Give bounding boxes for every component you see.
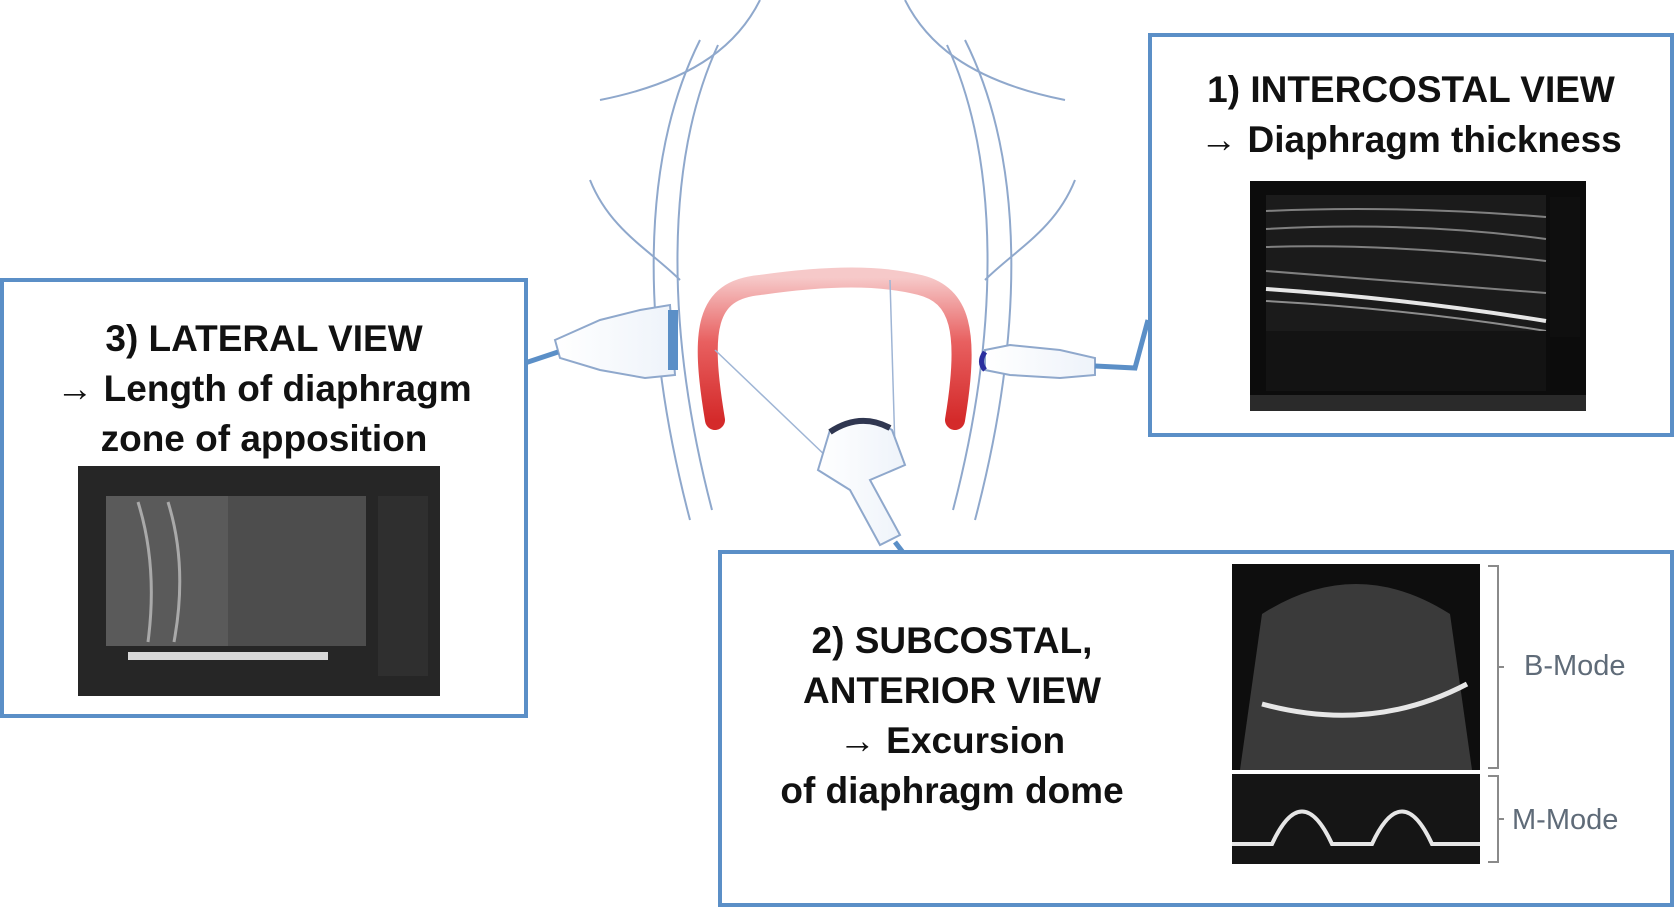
ribcage-outer-left bbox=[652, 39, 701, 521]
bmode-scan-graphic bbox=[1232, 564, 1480, 770]
mmode-scan-graphic bbox=[1232, 774, 1480, 864]
intercostal-scan-graphic bbox=[1250, 181, 1586, 411]
subcostal-title-line2: ANTERIOR VIEW bbox=[802, 670, 1102, 711]
arm-right bbox=[984, 179, 1076, 281]
ribcage-inner-right bbox=[946, 44, 989, 511]
bmode-ultrasound-image bbox=[1232, 564, 1480, 770]
lateral-title-line3: zone of apposition bbox=[100, 418, 428, 459]
arm-left bbox=[589, 179, 681, 281]
lateral-title-line1: 3) LATERAL VIEW bbox=[105, 318, 423, 359]
intercostal-title-line1: 1) INTERCOSTAL VIEW bbox=[1207, 69, 1615, 110]
probe-left-icon bbox=[524, 303, 678, 380]
mmode-bracket bbox=[1488, 775, 1504, 863]
lateral-title-line2: → Length of diaphragm bbox=[56, 368, 472, 409]
intercostal-title-line2: → Diaphragm thickness bbox=[1200, 119, 1622, 160]
subcostal-title-line4: of diaphragm dome bbox=[780, 770, 1124, 811]
intercostal-title: 1) INTERCOSTAL VIEW → Diaphragm thicknes… bbox=[1152, 65, 1670, 165]
subcostal-title-line1: 2) SUBCOSTAL, bbox=[811, 620, 1093, 661]
ribcage-outer-right bbox=[964, 39, 1013, 521]
lateral-ultrasound-image bbox=[78, 466, 440, 696]
panel-subcostal: 2) SUBCOSTAL, ANTERIOR VIEW → Excursion … bbox=[718, 550, 1674, 907]
panel-intercostal: 1) INTERCOSTAL VIEW → Diaphragm thicknes… bbox=[1148, 33, 1674, 437]
subcostal-title-line3: → Excursion bbox=[838, 720, 1066, 761]
lateral-scan-graphic bbox=[78, 466, 440, 696]
mmode-ultrasound-image bbox=[1232, 774, 1480, 864]
subcostal-title: 2) SUBCOSTAL, ANTERIOR VIEW → Excursion … bbox=[722, 616, 1182, 816]
intercostal-ultrasound-image bbox=[1250, 181, 1586, 411]
neck-right bbox=[904, 0, 1066, 101]
panel-lateral: 3) LATERAL VIEW → Length of diaphragm zo… bbox=[0, 278, 528, 718]
neck-left bbox=[599, 0, 761, 101]
diaphragm-dome bbox=[697, 267, 972, 430]
bmode-bracket bbox=[1488, 565, 1504, 769]
mmode-label: M-Mode bbox=[1512, 804, 1619, 836]
bmode-label: B-Mode bbox=[1524, 650, 1626, 682]
probe-right-icon bbox=[979, 319, 1151, 380]
lateral-title: 3) LATERAL VIEW → Length of diaphragm zo… bbox=[4, 314, 524, 464]
ribcage-inner-left bbox=[676, 44, 719, 511]
probe-bottom-icon bbox=[816, 417, 907, 557]
torso-outline bbox=[589, 0, 1076, 521]
